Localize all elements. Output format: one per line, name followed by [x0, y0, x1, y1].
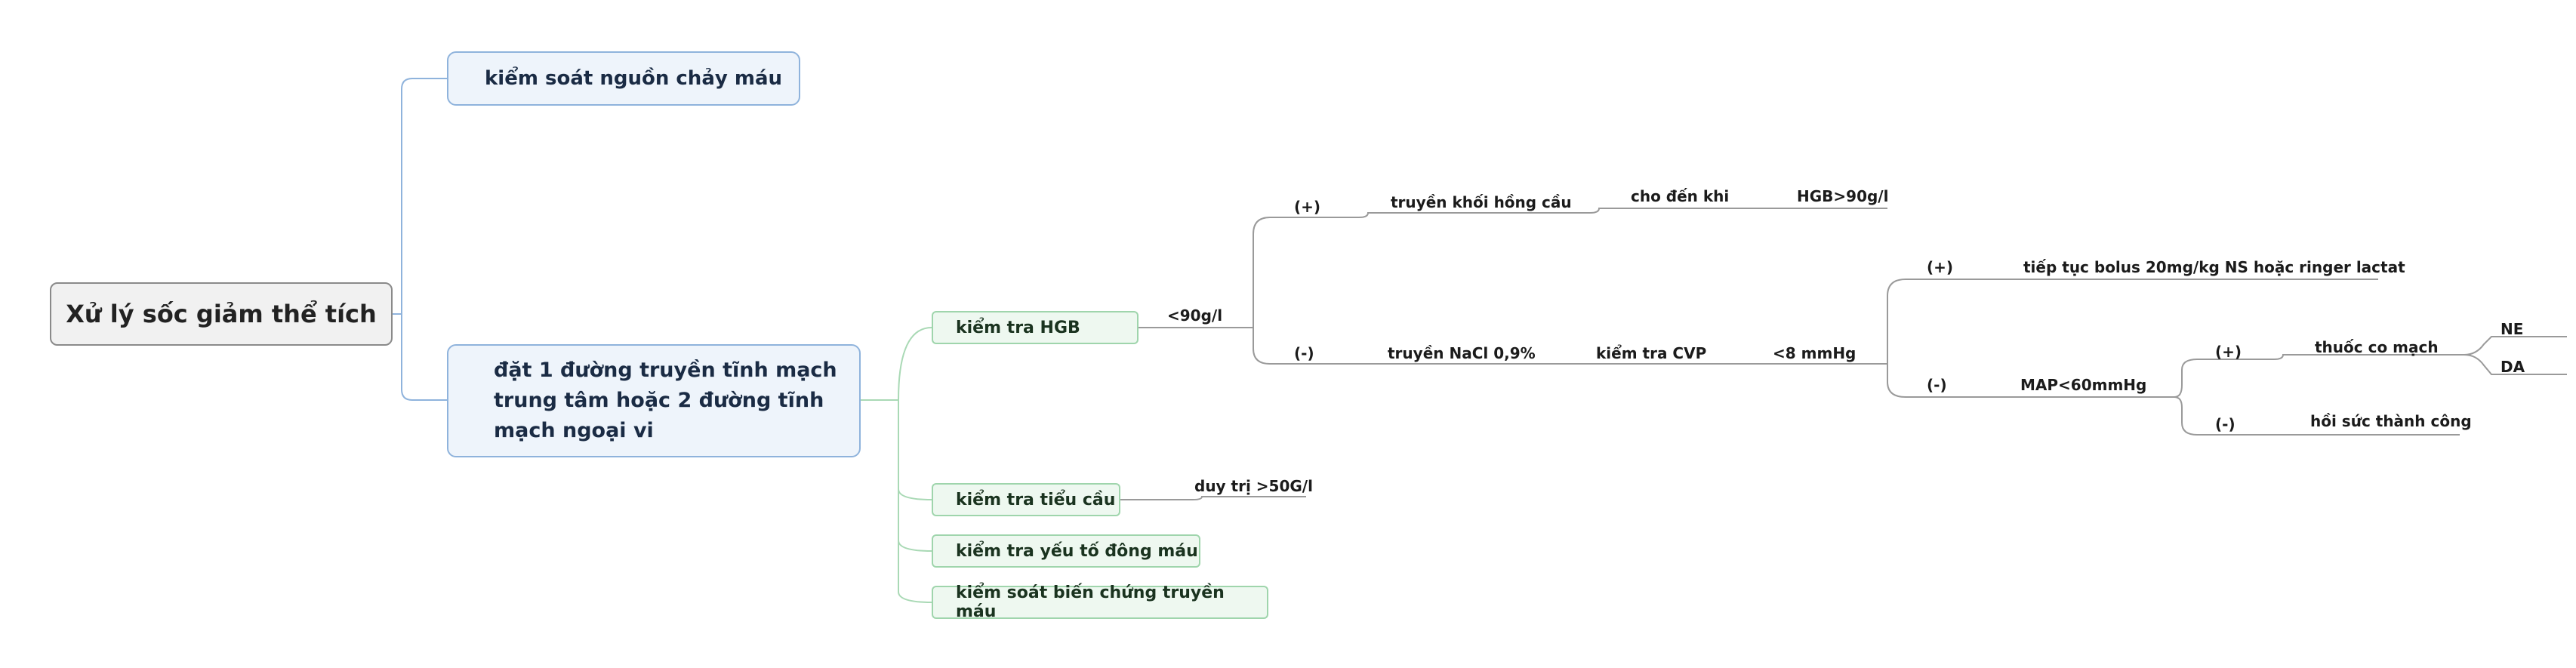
transfuse-rbc-label[interactable]: truyền khối hồng cầu — [1391, 193, 1572, 211]
until-label[interactable]: cho đến khi — [1631, 187, 1730, 205]
hgb-positive-label[interactable]: (+) — [1294, 198, 1321, 216]
iv-access-node[interactable]: đặt 1 đường truyền tĩnh mạch trung tâm h… — [447, 344, 861, 457]
check-platelets-node[interactable]: kiểm tra tiểu cầu — [932, 483, 1120, 516]
bleeding-control-node[interactable]: kiểm soát nguồn chảy máu — [447, 51, 800, 106]
hgb-negative-label[interactable]: (-) — [1294, 344, 1314, 362]
check-coagulation-node[interactable]: kiểm tra yếu tố đông máu — [932, 534, 1200, 568]
hgb-target-label[interactable]: HGB>90g/l — [1797, 187, 1889, 205]
ne-label[interactable]: NE — [2501, 320, 2524, 338]
check-hgb-node[interactable]: kiểm tra HGB — [932, 311, 1139, 344]
resuscitation-success-label[interactable]: hồi sức thành công — [2310, 412, 2472, 430]
vasopressor-label[interactable]: thuốc co mạch — [2315, 338, 2439, 356]
cvp-negative-label[interactable]: (-) — [1927, 376, 1947, 394]
da-label[interactable]: DA — [2501, 358, 2525, 376]
check-cvp-label[interactable]: kiểm tra CVP — [1596, 344, 1707, 362]
saline-label[interactable]: truyền NaCl 0,9% — [1388, 344, 1536, 362]
cvp-low-label[interactable]: <8 mmHg — [1773, 344, 1857, 362]
transfusion-complications-node[interactable]: kiểm soát biến chứng truyền máu — [932, 583, 1268, 621]
platelet-maintain-label[interactable]: duy trị >50G/l — [1194, 477, 1313, 495]
hgb-threshold-label[interactable]: <90g/l — [1167, 306, 1223, 325]
map-positive-label[interactable]: (+) — [2215, 343, 2242, 361]
root-node[interactable]: Xử lý sốc giảm thể tích — [50, 282, 393, 346]
map-negative-label[interactable]: (-) — [2215, 415, 2236, 433]
continue-bolus-label[interactable]: tiếp tục bolus 20mg/kg NS hoặc ringer la… — [2023, 258, 2405, 276]
map-low-label[interactable]: MAP<60mmHg — [2020, 376, 2147, 394]
cvp-positive-label[interactable]: (+) — [1927, 258, 1954, 276]
